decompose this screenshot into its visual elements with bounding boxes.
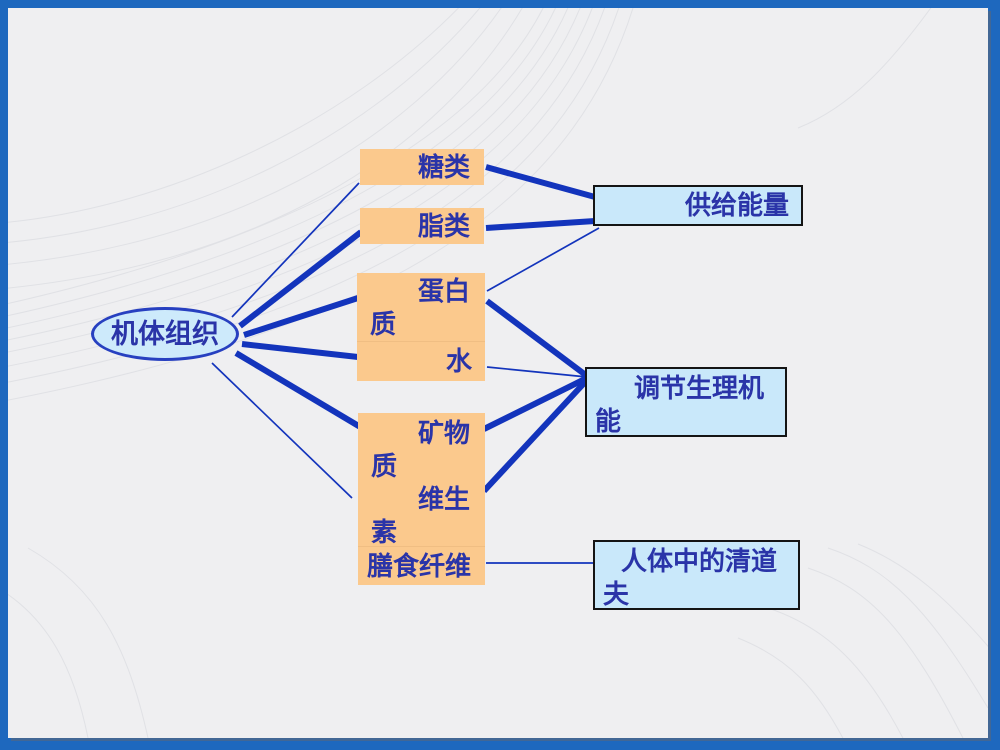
connector-minerals-regulate [482, 375, 589, 432]
node-scavenger-line2: 夫 [603, 580, 630, 609]
node-body-tissue: 机体组织 [91, 307, 239, 361]
node-dietary-fiber: 膳食纤维 [358, 546, 485, 585]
slide: 机体组织 糖类 脂类 蛋白 质 水 矿物 质 维生 素 膳食纤维 供给能量 [8, 8, 988, 738]
background-wave-pattern [8, 8, 988, 738]
node-minerals-line1: 矿物 [417, 419, 470, 448]
connector-root-minerals [234, 350, 364, 431]
connector-layer [211, 164, 600, 564]
connector-protein-energy [486, 227, 600, 292]
node-regulate-line1: 调节生理机 [634, 374, 765, 403]
node-protein: 蛋白 质 [357, 273, 485, 341]
connector-root-lipids [238, 229, 363, 329]
node-provide-energy-label: 供给能量 [684, 191, 789, 220]
node-body-tissue-label: 机体组织 [111, 318, 219, 349]
connector-lipids-energy [485, 218, 596, 231]
connector-vitamins-regulate [481, 377, 590, 494]
node-regulate-physiology: 调节生理机 能 [585, 367, 787, 437]
node-lipids: 脂类 [360, 208, 484, 244]
node-sugars: 糖类 [360, 149, 484, 185]
connector-root-protein [243, 295, 359, 338]
node-sugars-label: 糖类 [417, 152, 470, 182]
connector-water-regulate [486, 366, 588, 378]
node-lipids-label: 脂类 [417, 211, 470, 241]
node-protein-line1: 蛋白 [417, 277, 470, 306]
node-minerals-line2: 质 [371, 452, 398, 481]
node-minerals-vitamins: 矿物 质 维生 素 [358, 413, 485, 547]
connector-root-sugars [231, 182, 360, 318]
node-vitamins-line1: 维生 [417, 485, 470, 514]
node-vitamins-line2: 素 [371, 518, 398, 547]
node-water: 水 [357, 341, 485, 381]
connector-root-vitamins [211, 362, 353, 499]
node-scavenger-line1: 人体中的清道 [621, 547, 778, 576]
node-water-label: 水 [445, 347, 472, 376]
connector-root-water [241, 341, 359, 360]
node-regulate-line2: 能 [595, 407, 622, 436]
connector-protein-regulate [485, 298, 589, 379]
connector-sugars-energy [485, 164, 596, 200]
node-protein-line2: 质 [370, 310, 397, 339]
node-body-scavenger: 人体中的清道 夫 [593, 540, 800, 610]
node-provide-energy: 供给能量 [593, 185, 803, 226]
node-dietary-fiber-label: 膳食纤维 [367, 551, 472, 581]
